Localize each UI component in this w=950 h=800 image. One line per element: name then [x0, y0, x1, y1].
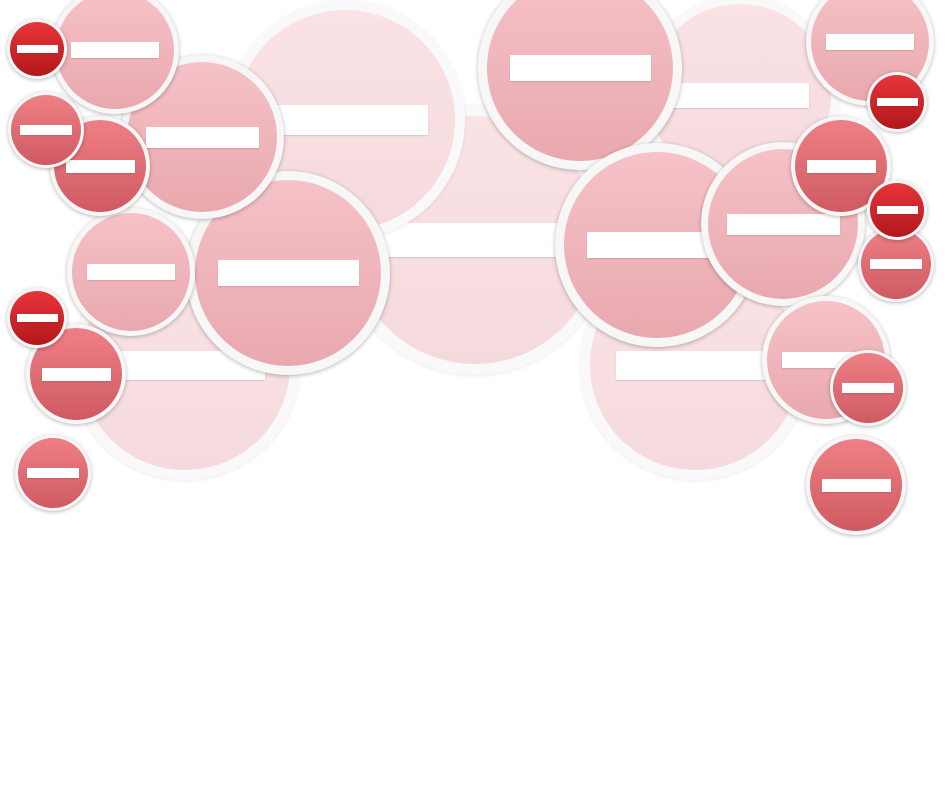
no-entry-icon: [7, 288, 67, 348]
no-entry-bar: [262, 105, 428, 135]
no-entry-bar: [20, 125, 72, 135]
no-entry-bar: [726, 213, 840, 235]
no-entry-bar: [615, 350, 775, 380]
no-entry-bar: [806, 159, 876, 173]
no-entry-bar: [217, 260, 359, 286]
no-entry-bar: [71, 42, 159, 58]
no-entry-bar: [41, 367, 111, 381]
no-entry-icon: [7, 19, 67, 79]
no-entry-bar: [842, 383, 894, 393]
no-entry-bar: [16, 45, 58, 53]
no-entry-icon: [51, 0, 179, 114]
no-entry-icon: [67, 208, 195, 336]
no-entry-bar: [870, 259, 922, 269]
no-entry-bar: [16, 314, 58, 322]
no-entry-icon: [806, 435, 906, 535]
no-entry-bar: [382, 223, 568, 257]
no-entry-icon: [8, 92, 84, 168]
no-entry-icon: [478, 0, 682, 170]
no-entry-bar: [509, 55, 651, 81]
no-entry-bar: [821, 478, 891, 492]
no-entry-bar: [65, 159, 135, 173]
no-entry-icon: [15, 435, 91, 511]
no-entry-bar: [826, 34, 914, 50]
no-entry-icon: [830, 350, 906, 426]
no-entry-icon: [867, 72, 927, 132]
no-entry-bar: [876, 98, 918, 106]
no-entry-icon: [867, 180, 927, 240]
no-entry-bar: [876, 206, 918, 214]
no-entry-bar: [87, 264, 175, 280]
no-entry-bar: [27, 468, 79, 478]
no-entry-bar: [671, 82, 809, 108]
no-entry-bar: [145, 126, 259, 148]
